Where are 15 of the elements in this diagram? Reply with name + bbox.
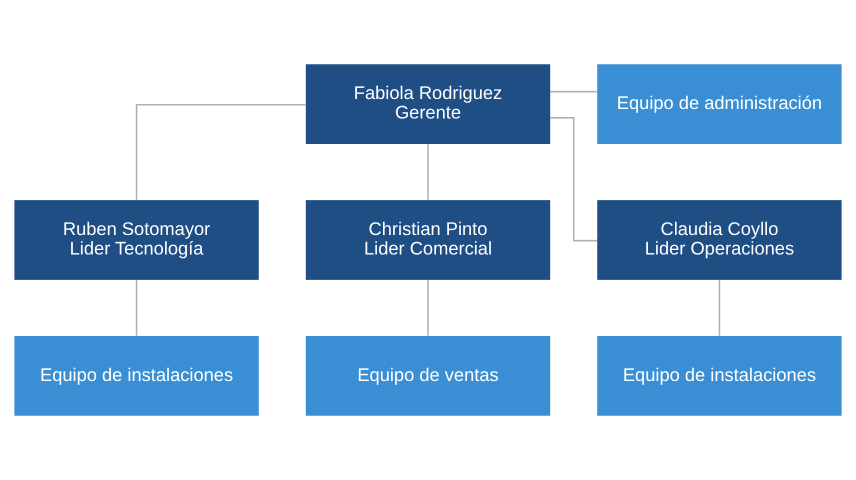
node-box: Fabiola Rodriguez Gerente xyxy=(306,64,550,144)
node-box: Equipo de instalaciones xyxy=(14,336,259,416)
connector xyxy=(427,280,429,336)
connector xyxy=(718,280,720,336)
node-box: Christian Pinto Lider Comercial xyxy=(306,200,550,280)
connector xyxy=(550,117,598,242)
connector xyxy=(427,144,429,200)
node-box: Equipo de administración xyxy=(597,64,842,144)
node-box: Equipo de instalaciones xyxy=(597,336,842,416)
node-box: Equipo de ventas xyxy=(306,336,550,416)
connector xyxy=(136,104,306,200)
node-box: Ruben Sotomayor Lider Tecnología xyxy=(14,200,259,280)
node-box: Claudia Coyllo Lider Operaciones xyxy=(597,200,842,280)
connector xyxy=(550,90,597,92)
connector xyxy=(136,280,138,336)
